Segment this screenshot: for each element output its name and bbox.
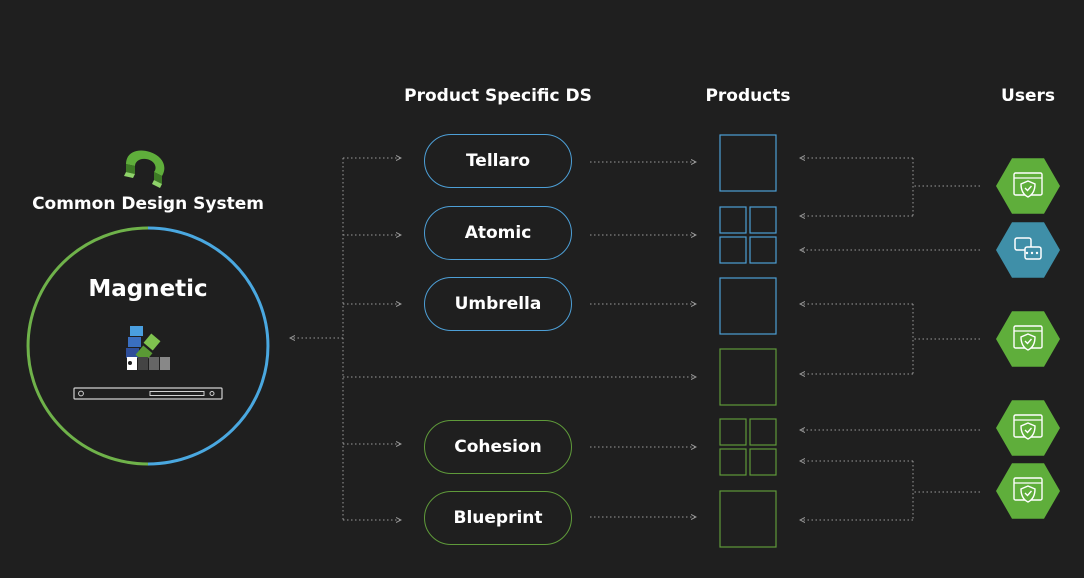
user-secure-app-icon — [996, 158, 1060, 214]
ds-product-connectors — [590, 162, 696, 517]
user-secure-app-icon — [996, 463, 1060, 519]
common-design-system-label: Common Design System — [32, 194, 264, 214]
user-product-connectors — [800, 158, 980, 520]
ds-pill-umbrella[interactable]: Umbrella — [424, 277, 572, 331]
heading-products: Products — [705, 86, 791, 106]
product-box — [719, 277, 777, 335]
ds-pill-tellaro[interactable]: Tellaro — [424, 134, 572, 188]
product-boxes — [719, 134, 777, 548]
heading-product-ds: Product Specific DS — [404, 86, 592, 106]
product-grid — [719, 418, 777, 476]
heading-users: Users — [1001, 86, 1055, 106]
hub-ring-green — [26, 226, 149, 466]
user-secure-app-icon — [996, 311, 1060, 367]
magnet-icon — [124, 150, 165, 188]
hub-ring-blue — [147, 226, 270, 466]
ds-pill-atomic[interactable]: Atomic — [424, 206, 572, 260]
palette-icon — [126, 326, 170, 370]
product-box — [719, 134, 777, 192]
ds-pill-blueprint[interactable]: Blueprint — [424, 491, 572, 545]
product-box — [719, 490, 777, 548]
slider-icon — [73, 387, 223, 400]
product-grid — [719, 206, 777, 264]
product-box — [719, 348, 777, 406]
user-chat-icon — [996, 222, 1060, 278]
user-secure-app-icon — [996, 400, 1060, 456]
ds-pill-cohesion[interactable]: Cohesion — [424, 420, 572, 474]
hub-title: Magnetic — [88, 276, 208, 302]
hub-connectors — [290, 158, 696, 520]
